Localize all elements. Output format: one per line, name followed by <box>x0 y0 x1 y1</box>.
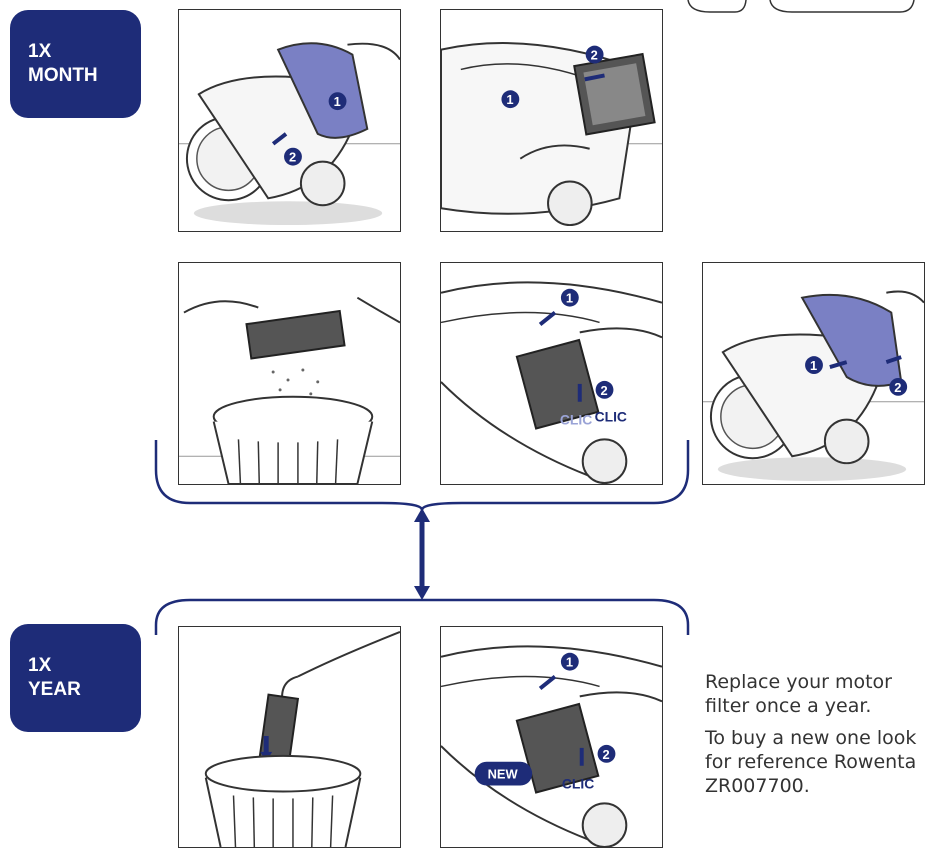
reference-instruction: To buy a new one look for reference Rowe… <box>705 727 917 797</box>
top-right-icons <box>687 0 915 13</box>
clic-label: CLIC <box>562 776 594 792</box>
badge-month-line1: 1X <box>28 41 52 62</box>
new-label: NEW <box>488 767 519 782</box>
step-number: 1 <box>334 94 341 109</box>
clic-label: CLIC <box>595 409 627 425</box>
illustration-tap-filter-bin <box>178 262 401 485</box>
illustration-close-lid: 1 2 <box>702 262 925 485</box>
step-number: 1 <box>566 655 573 670</box>
bracket-connector <box>154 440 690 635</box>
illustration-open-lid: 1 2 <box>178 9 401 232</box>
badge-year-line1: 1X <box>28 655 52 676</box>
illustration-insert-filter: 1 2 CLIC CLIC <box>440 262 663 485</box>
step-number: 2 <box>601 383 608 398</box>
illustration-discard-filter <box>178 626 401 848</box>
step-number: 2 <box>289 150 296 165</box>
step-number: 2 <box>894 380 901 395</box>
illustration-remove-filter: 1 2 <box>440 9 663 232</box>
step-number: 1 <box>566 291 573 306</box>
frequency-badge-month: 1X MONTH <box>10 10 141 118</box>
badge-year-line2: YEAR <box>28 679 81 700</box>
clic-label: CLIC <box>560 412 592 428</box>
frequency-badge-year: 1X YEAR <box>10 624 141 732</box>
instructions: Replace your motor filter once a year. T… <box>705 670 927 806</box>
step-number: 2 <box>591 48 598 63</box>
step-number: 2 <box>603 747 610 762</box>
badge-month-line2: MONTH <box>28 65 98 86</box>
step-number: 1 <box>506 92 513 107</box>
replace-instruction: Replace your motor filter once a year. <box>705 671 892 717</box>
illustration-insert-new-filter: 1 2 NEW CLIC <box>440 626 663 848</box>
step-number: 1 <box>810 358 817 373</box>
